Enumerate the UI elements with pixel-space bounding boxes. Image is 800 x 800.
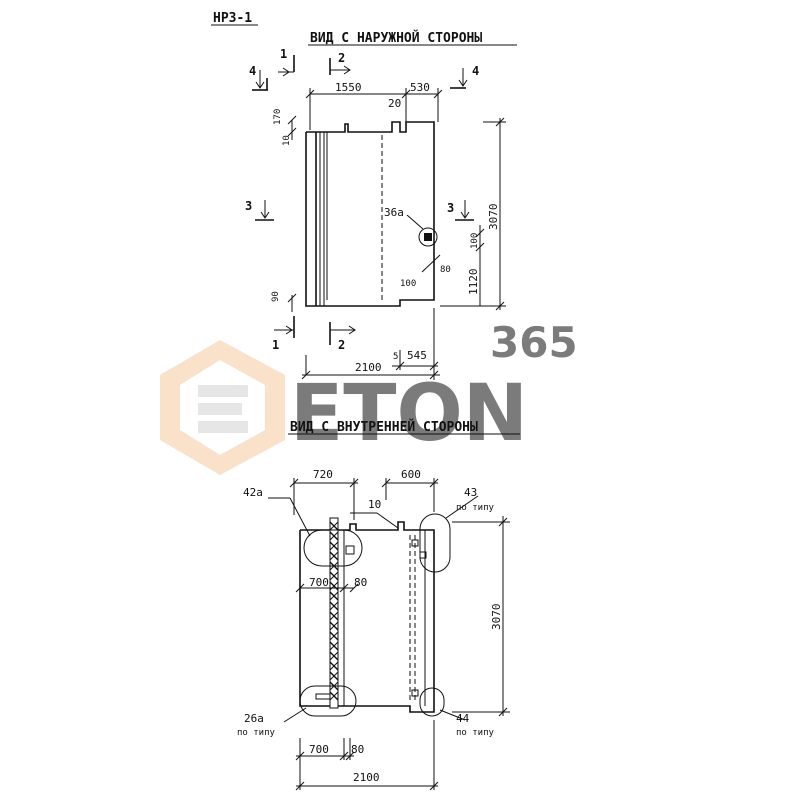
dim-90: 90 (271, 291, 281, 302)
drawing-code: НРЗ-1 (213, 11, 252, 26)
dim-1120: 1120 (467, 269, 480, 296)
callout-26a-frame (299, 685, 357, 717)
inner-callouts: 42а 43 по типу 26а по типу 44 по типу (237, 486, 495, 738)
dim-600: 600 (401, 468, 421, 481)
dim-3070-outer: 3070 (487, 204, 500, 231)
dim-80-bottom: 80 (351, 743, 364, 756)
dim-5: 5 (393, 352, 398, 362)
outer-view: ВИД С НАРУЖНОЙ СТОРОНЫ 36а 155 (245, 30, 517, 380)
dim-545: 545 (407, 349, 427, 362)
dim-2100-inner: 2100 (353, 771, 380, 784)
dim-20: 20 (388, 97, 401, 110)
dim-530: 530 (410, 81, 430, 94)
callout-26a-note: по типу (237, 728, 276, 738)
inner-view: ВИД С ВНУТРЕННЕЙ СТОРОНЫ 720 600 10 (237, 419, 520, 791)
dim-100-horizontal: 100 (400, 279, 416, 289)
callout-44-frame (419, 687, 445, 717)
section-3-left: 3 (245, 199, 252, 213)
inner-view-title: ВИД С ВНУТРЕННЕЙ СТОРОНЫ (290, 419, 478, 435)
section-3-right: 3 (447, 201, 454, 215)
watermark-word: ETON (290, 369, 528, 459)
dim-700-mid: 700 (309, 576, 329, 589)
dim-1550: 1550 (335, 81, 362, 94)
dim-100-vertical: 100 (470, 233, 480, 249)
section-4-right: 4 (472, 64, 479, 78)
watermark-logo-icon (160, 340, 285, 475)
inner-right-dims: 3070 (452, 516, 510, 717)
callout-43: 43 (464, 486, 477, 499)
callout-43-frame (419, 513, 451, 573)
section-4-left: 4 (249, 64, 256, 78)
inner-mid-dims: 700 80 (295, 576, 367, 593)
callout-44: 44 (456, 712, 470, 725)
section-1-bottom: 1 (272, 338, 279, 352)
outer-panel: 36а (305, 121, 438, 307)
dim-2100-outer: 2100 (355, 361, 382, 374)
outer-left-dims: 170 10 90 (271, 109, 297, 312)
section-1-top: 1 (280, 47, 287, 61)
callout-26a: 26а (244, 712, 264, 725)
callout-42a-frame (303, 529, 363, 567)
watermark-number: 365 (490, 318, 578, 367)
outer-top-dims: 1550 530 20 (305, 81, 443, 130)
outer-bottom-dims: 5 545 2100 (301, 308, 440, 380)
callout-36a: 36а (384, 206, 404, 219)
callout-42a: 42а (243, 486, 263, 499)
dim-80-mid: 80 (354, 576, 367, 589)
node-36a-marker (418, 227, 438, 247)
dim-10: 10 (282, 135, 292, 146)
outer-right-dims: 3070 100 1120 80 100 (400, 117, 506, 311)
dim-720: 720 (313, 468, 333, 481)
watermark: 365 ETON (160, 318, 578, 475)
outer-section-markers: 1 4 2 4 3 3 1 (245, 47, 479, 352)
inner-bottom-dims: 700 80 2100 (295, 720, 439, 791)
dim-80: 80 (440, 265, 451, 275)
outer-view-title: ВИД С НАРУЖНОЙ СТОРОНЫ (310, 30, 482, 46)
section-2-bottom: 2 (338, 338, 345, 352)
dim-3070-inner: 3070 (490, 604, 503, 631)
section-2-top: 2 (338, 51, 345, 65)
inner-top-dims: 720 600 10 (289, 468, 439, 529)
dim-700-bottom: 700 (309, 743, 329, 756)
inner-panel (299, 517, 435, 713)
dim-170: 170 (273, 109, 283, 125)
callout-44-note: по типу (456, 728, 495, 738)
dim-10-inner: 10 (368, 498, 381, 511)
callout-43-note: по типу (456, 503, 495, 513)
